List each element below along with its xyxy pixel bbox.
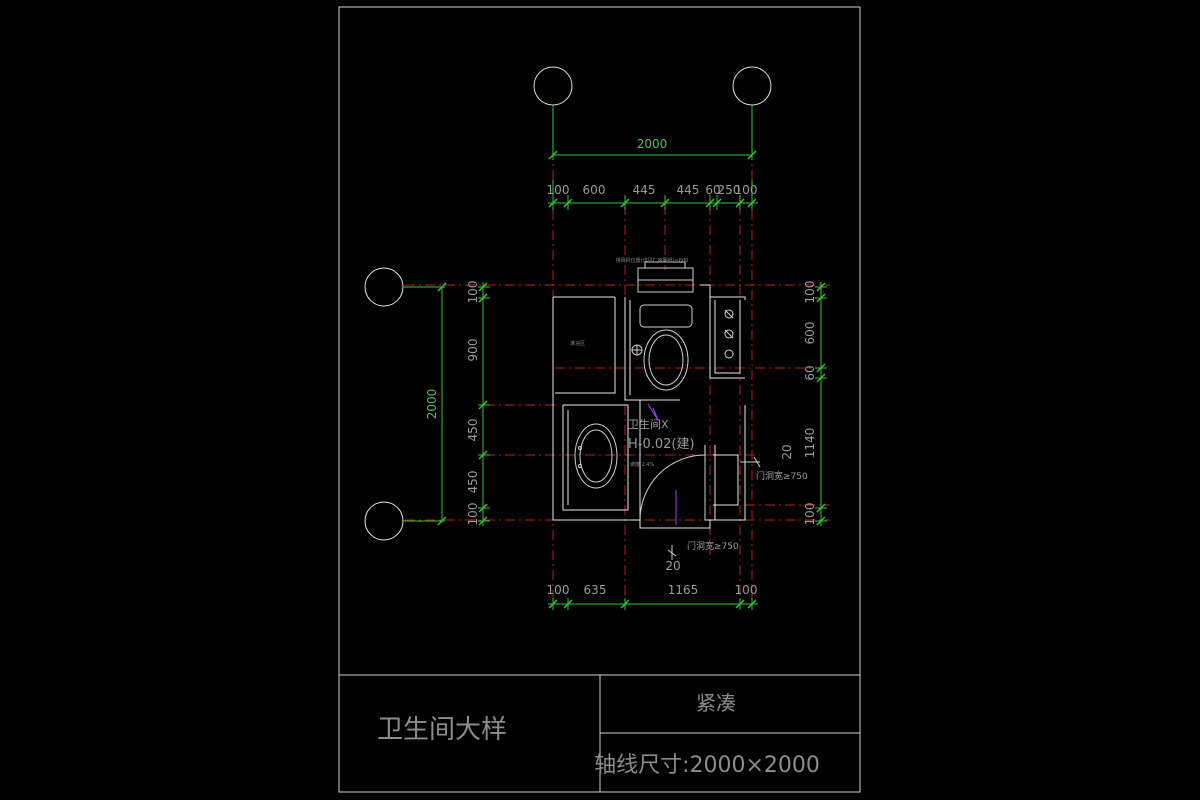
sheet-frame bbox=[338, 6, 861, 793]
dim-left-overall: 2000 bbox=[425, 389, 439, 420]
door-swing bbox=[639, 454, 706, 525]
dimension-lines bbox=[441, 154, 827, 610]
dim-bottom-2: 635 bbox=[584, 583, 607, 597]
wall-fixtures bbox=[724, 309, 734, 359]
dim-right-gap: 20 bbox=[780, 444, 794, 459]
dim-left-1: 100 bbox=[466, 281, 480, 304]
axis-bubble-top-left bbox=[533, 66, 573, 106]
dim-bottom-3: 1165 bbox=[668, 583, 699, 597]
room-elevation: H-0.02(建) bbox=[628, 437, 695, 452]
dim-bottom-4: 100 bbox=[735, 583, 758, 597]
dim-bottom-1: 100 bbox=[547, 583, 570, 597]
dim-top-4: 445 bbox=[677, 183, 700, 197]
title-block: 卫生间大样 紧凑 轴线尺寸:2000×2000 bbox=[339, 674, 860, 792]
axis-leaders bbox=[403, 105, 753, 522]
axis-bubble-top-right bbox=[732, 66, 772, 106]
door-note-leaders bbox=[667, 456, 761, 560]
dim-right-4: 1140 bbox=[803, 428, 817, 459]
dim-top-6: 250 bbox=[718, 183, 741, 197]
room-name: 卫生间X bbox=[628, 417, 669, 431]
dim-left-4: 450 bbox=[466, 471, 480, 494]
wash-basin bbox=[574, 423, 618, 489]
walls bbox=[552, 284, 746, 529]
title-block-axis-size: 轴线尺寸:2000×2000 bbox=[594, 753, 820, 778]
dim-top-3: 445 bbox=[633, 183, 656, 197]
title-block-type: 紧凑 bbox=[696, 691, 736, 715]
axis-bubble-left-top bbox=[364, 267, 404, 307]
exhaust-fan bbox=[637, 261, 694, 293]
note-floor-slope: 坡度 2.4% bbox=[630, 461, 655, 468]
dimension-ticks bbox=[437, 150, 826, 609]
dim-top-5: 60 bbox=[705, 183, 720, 197]
dim-right-2: 600 bbox=[803, 322, 817, 345]
note-exhaust-fan: 排风机位置(详见厂家图纸)≥600 bbox=[616, 257, 689, 264]
door-note-right: 门洞宽≥750 bbox=[756, 470, 808, 482]
dim-top-overall: 2000 bbox=[637, 137, 668, 151]
level-marker bbox=[647, 403, 659, 421]
dim-top-7: 100 bbox=[735, 183, 758, 197]
dim-top-2: 600 bbox=[583, 183, 606, 197]
dim-door-gap: 20 bbox=[665, 559, 680, 573]
note-shower: 淋浴区 bbox=[570, 340, 585, 347]
toilet bbox=[639, 304, 693, 391]
axis-bubble-left-bottom bbox=[364, 501, 404, 541]
door-note-bottom: 门洞宽≥750 bbox=[687, 540, 739, 552]
title-block-title: 卫生间大样 bbox=[377, 715, 507, 745]
dim-right-3: 60 bbox=[803, 365, 817, 380]
dim-left-2: 900 bbox=[466, 339, 480, 362]
dim-right-1: 100 bbox=[803, 281, 817, 304]
dim-left-5: 100 bbox=[466, 503, 480, 526]
dim-top-1: 100 bbox=[547, 183, 570, 197]
dim-left-3: 450 bbox=[466, 419, 480, 442]
dim-right-5: 100 bbox=[803, 503, 817, 526]
floor-drain-icon bbox=[631, 344, 643, 356]
